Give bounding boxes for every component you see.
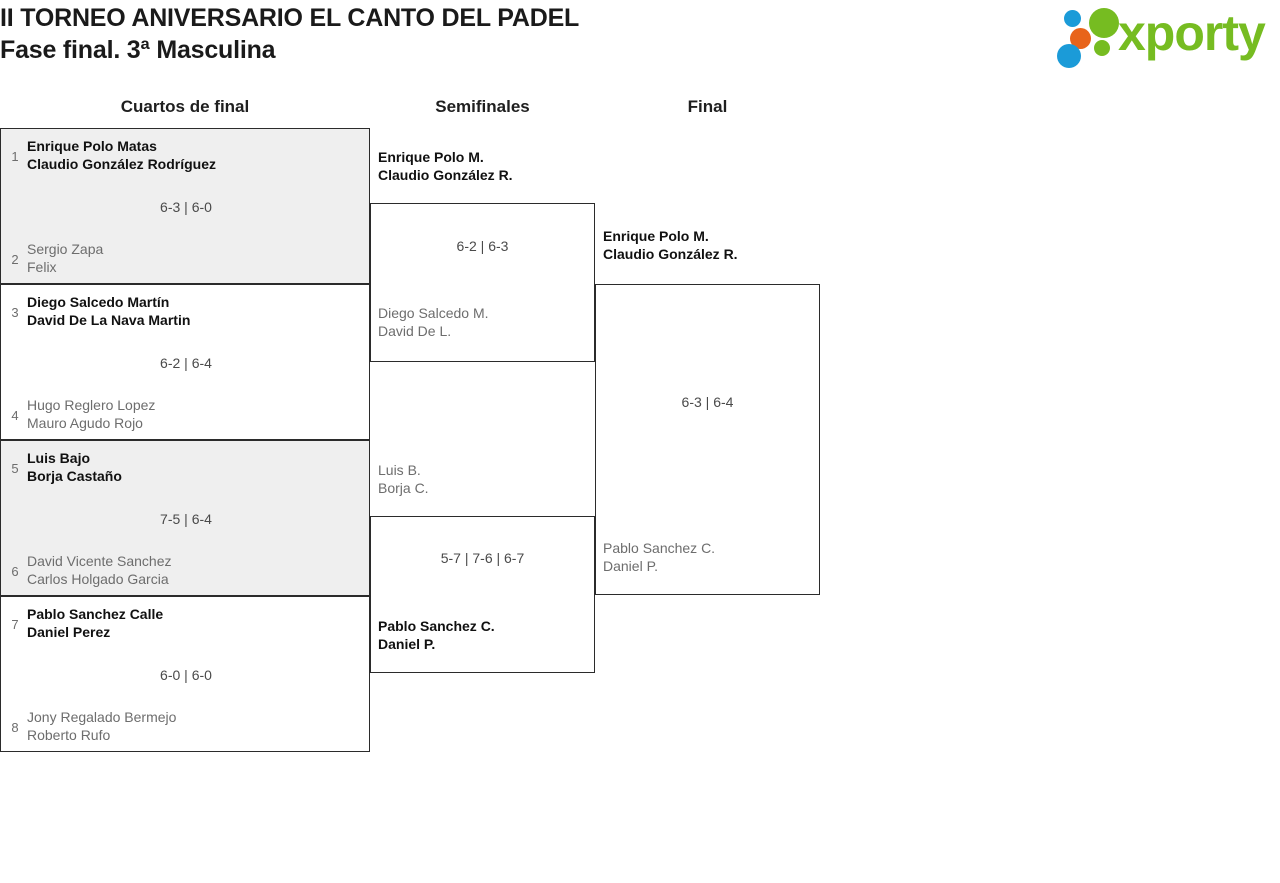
player-name: Sergio Zapa: [27, 241, 104, 257]
player-name: Claudio González Rodríguez: [27, 156, 217, 172]
player-name: David De L.: [378, 323, 452, 339]
player-name: Felix: [27, 259, 57, 275]
team-winner[interactable]: Enrique Polo M. Claudio González R.: [378, 148, 593, 184]
team-winner[interactable]: Diego Salcedo Martín David De La Nava Ma…: [27, 293, 357, 329]
player-name: Enrique Polo M.: [603, 228, 709, 244]
player-name: Borja Castaño: [27, 468, 122, 484]
seed-number: 4: [11, 408, 19, 423]
seed-number: 6: [11, 564, 19, 579]
logo-dot-green-large: [1089, 8, 1119, 38]
final-match[interactable]: Enrique Polo M. Claudio González R. 6-3 …: [595, 228, 820, 595]
seed-number: 3: [11, 305, 19, 320]
tournament-title: II TORNEO ANIVERSARIO EL CANTO DEL PADEL…: [0, 2, 800, 66]
logo-wordmark: xporty: [1118, 5, 1266, 61]
player-name: Pablo Sanchez C.: [378, 618, 495, 634]
team-winner[interactable]: Enrique Polo M. Claudio González R.: [603, 227, 818, 263]
match-score: 6-2 | 6-3: [456, 238, 509, 254]
round-header-quarterfinals: Cuartos de final: [120, 97, 250, 116]
team-loser[interactable]: David Vicente Sanchez Carlos Holgado Gar…: [27, 552, 357, 588]
match-score: 6-2 | 6-4: [160, 355, 212, 371]
player-name: Pablo Sanchez C.: [603, 540, 716, 556]
logo-dot-green-small: [1094, 40, 1110, 56]
seed-number: 7: [11, 617, 19, 632]
match-score: 7-5 | 6-4: [160, 511, 212, 527]
team-winner[interactable]: Luis Bajo Borja Castaño: [27, 449, 357, 485]
player-name: Enrique Polo Matas: [27, 138, 157, 154]
quarterfinal-match-1[interactable]: 1 Enrique Polo Matas Claudio González Ro…: [0, 128, 370, 284]
round-header-semifinals: Semifinales: [435, 97, 530, 116]
player-name: Enrique Polo M.: [378, 149, 484, 165]
player-name: Claudio González R.: [603, 246, 738, 262]
player-name: Pablo Sanchez Calle: [27, 606, 164, 622]
team-loser[interactable]: Sergio Zapa Felix: [27, 240, 357, 276]
player-name: Luis Bajo: [27, 450, 91, 466]
player-name: Daniel P.: [603, 558, 659, 574]
player-name: Daniel Perez: [27, 624, 111, 640]
round-header-final: Final: [687, 97, 728, 116]
logo-dot-orange: [1070, 28, 1091, 49]
match-score: 5-7 | 7-6 | 6-7: [440, 550, 525, 566]
seed-number: 1: [11, 149, 19, 164]
player-name: Mauro Agudo Rojo: [27, 415, 143, 431]
logo-dots-icon: [1054, 8, 1126, 68]
player-name: Luis B.: [378, 462, 421, 478]
logo-dot-blue-large: [1057, 44, 1081, 68]
team-winner[interactable]: Enrique Polo Matas Claudio González Rodr…: [27, 137, 357, 173]
tournament-name: II TORNEO ANIVERSARIO EL CANTO DEL PADEL: [0, 4, 580, 32]
semifinal-match-1[interactable]: Enrique Polo M. Claudio González R. 6-2 …: [370, 149, 595, 362]
quarterfinal-match-3[interactable]: 5 Luis Bajo Borja Castaño 7-5 | 6-4 6 Da…: [0, 440, 370, 596]
logo-dot-blue-small: [1064, 10, 1081, 27]
tournament-phase: Fase final. 3ª Masculina: [0, 36, 276, 64]
player-name: Carlos Holgado Garcia: [27, 571, 169, 587]
player-name: Hugo Reglero Lopez: [27, 397, 156, 413]
match-score: 6-3 | 6-0: [160, 199, 212, 215]
team-loser[interactable]: Pablo Sanchez C. Daniel P.: [603, 539, 818, 575]
team-loser[interactable]: Hugo Reglero Lopez Mauro Agudo Rojo: [27, 396, 357, 432]
team-loser[interactable]: Luis B. Borja C.: [378, 461, 593, 497]
player-name: David Vicente Sanchez: [27, 553, 172, 569]
match-score: 6-0 | 6-0: [160, 667, 212, 683]
player-name: Diego Salcedo Martín: [27, 294, 170, 310]
player-name: Jony Regalado Bermejo: [27, 709, 177, 725]
seed-number: 8: [11, 720, 19, 735]
semifinal-match-2[interactable]: Luis B. Borja C. 5-7 | 7-6 | 6-7 Pablo S…: [370, 462, 595, 673]
page-header: II TORNEO ANIVERSARIO EL CANTO DEL PADEL…: [0, 0, 1280, 80]
player-name: Borja C.: [378, 480, 429, 496]
team-loser[interactable]: Diego Salcedo M. David De L.: [378, 304, 593, 340]
team-loser[interactable]: Jony Regalado Bermejo Roberto Rufo: [27, 708, 357, 744]
team-winner[interactable]: Pablo Sanchez C. Daniel P.: [378, 617, 593, 653]
xporty-logo[interactable]: xporty: [1046, 4, 1274, 70]
player-name: Roberto Rufo: [27, 727, 111, 743]
quarterfinal-match-2[interactable]: 3 Diego Salcedo Martín David De La Nava …: [0, 284, 370, 440]
player-name: Diego Salcedo M.: [378, 305, 489, 321]
team-winner[interactable]: Pablo Sanchez Calle Daniel Perez: [27, 605, 357, 641]
seed-number: 5: [11, 461, 19, 476]
match-score: 6-3 | 6-4: [681, 394, 734, 410]
player-name: Claudio González R.: [378, 167, 513, 183]
seed-number: 2: [11, 252, 19, 267]
player-name: David De La Nava Martin: [27, 312, 191, 328]
quarterfinal-match-4[interactable]: 7 Pablo Sanchez Calle Daniel Perez 6-0 |…: [0, 596, 370, 752]
player-name: Daniel P.: [378, 636, 436, 652]
